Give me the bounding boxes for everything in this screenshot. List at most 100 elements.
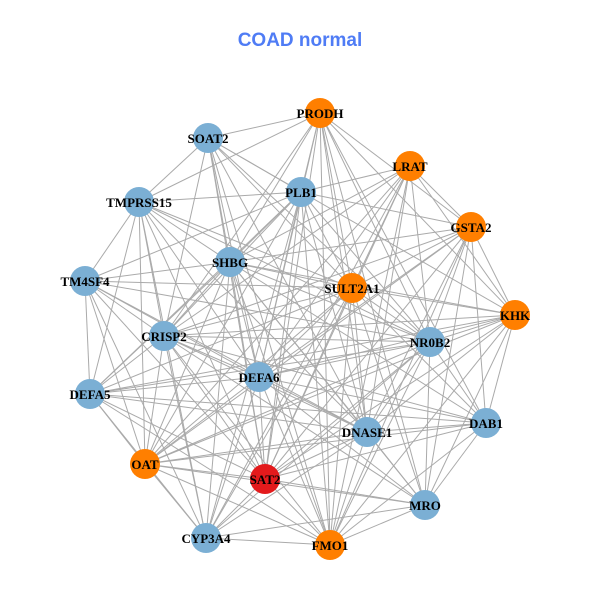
node-label: TMPRSS15 xyxy=(106,195,172,210)
edge-SHBG-TM4SF4 xyxy=(84,261,231,282)
edge-SOAT2-CRISP2 xyxy=(163,137,209,337)
node-LRAT[interactable]: LRAT xyxy=(392,151,428,181)
node-DEFA6[interactable]: DEFA6 xyxy=(239,362,280,392)
edge-DAB1-DNASE1 xyxy=(366,422,487,433)
node-circle[interactable] xyxy=(352,417,382,447)
edge-TM4SF4-NR0B2 xyxy=(84,280,431,343)
node-CYP3A4[interactable]: CYP3A4 xyxy=(181,523,231,553)
node-CRISP2[interactable]: CRISP2 xyxy=(141,321,187,351)
node-circle[interactable] xyxy=(75,379,105,409)
node-circle[interactable] xyxy=(456,212,486,242)
node-FMO1[interactable]: FMO1 xyxy=(312,530,349,560)
edge-DEFA6-CYP3A4 xyxy=(205,376,260,539)
edge-GSTA2-MRO xyxy=(424,226,472,506)
edge-LRAT-DNASE1 xyxy=(366,165,411,433)
node-DEFA5[interactable]: DEFA5 xyxy=(70,379,111,409)
node-circle[interactable] xyxy=(193,123,223,153)
edge-SULT2A1-KHK xyxy=(351,287,516,316)
node-label: SAT2 xyxy=(250,472,281,487)
edge-KHK-OAT xyxy=(144,314,516,465)
edge-TMPRSS15-DNASE1 xyxy=(138,201,368,433)
node-KHK[interactable]: KHK xyxy=(500,300,531,330)
edge-LRAT-CRISP2 xyxy=(163,165,411,337)
edge-DEFA5-DNASE1 xyxy=(89,393,368,433)
node-label: SULT2A1 xyxy=(324,281,379,296)
node-SOAT2[interactable]: SOAT2 xyxy=(188,123,229,153)
edge-SHBG-OAT xyxy=(144,261,231,465)
node-circle[interactable] xyxy=(395,151,425,181)
node-circle[interactable] xyxy=(149,321,179,351)
edge-SULT2A1-SAT2 xyxy=(264,287,353,480)
node-circle[interactable] xyxy=(415,327,445,357)
edge-PRODH-NR0B2 xyxy=(319,112,431,343)
node-SHBG[interactable]: SHBG xyxy=(212,247,248,277)
node-circle[interactable] xyxy=(471,408,501,438)
node-TM4SF4[interactable]: TM4SF4 xyxy=(60,266,110,296)
edge-LRAT-DEFA6 xyxy=(258,165,411,378)
node-label: DNASE1 xyxy=(342,425,393,440)
edge-SULT2A1-CYP3A4 xyxy=(205,287,353,539)
edge-GSTA2-OAT xyxy=(144,226,472,465)
edge-GSTA2-DAB1 xyxy=(470,226,487,424)
edge-PRODH-SOAT2 xyxy=(207,112,321,139)
node-GSTA2[interactable]: GSTA2 xyxy=(451,212,492,242)
node-label: PLB1 xyxy=(285,185,317,200)
node-NR0B2[interactable]: NR0B2 xyxy=(410,327,450,357)
node-SAT2[interactable]: SAT2 xyxy=(250,464,281,494)
node-label: PRODH xyxy=(297,106,344,121)
node-circle[interactable] xyxy=(124,187,154,217)
edge-NR0B2-FMO1 xyxy=(329,341,431,546)
node-circle[interactable] xyxy=(244,362,274,392)
node-TMPRSS15[interactable]: TMPRSS15 xyxy=(106,187,172,217)
node-circle[interactable] xyxy=(250,464,280,494)
node-PLB1[interactable]: PLB1 xyxy=(285,177,317,207)
node-DAB1[interactable]: DAB1 xyxy=(469,408,503,438)
edge-DEFA6-SAT2 xyxy=(258,376,266,480)
edge-LRAT-FMO1 xyxy=(329,165,411,546)
edge-PRODH-GSTA2 xyxy=(319,112,472,228)
edge-PRODH-SAT2 xyxy=(264,112,321,480)
node-MRO[interactable]: MRO xyxy=(409,490,441,520)
edge-GSTA2-CRISP2 xyxy=(163,226,472,337)
edge-KHK-CRISP2 xyxy=(163,314,516,337)
edge-DEFA6-DNASE1 xyxy=(258,376,368,433)
node-SULT2A1[interactable]: SULT2A1 xyxy=(324,273,380,303)
node-PRODH[interactable]: PRODH xyxy=(297,98,344,128)
node-circle[interactable] xyxy=(337,273,367,303)
node-DNASE1[interactable]: DNASE1 xyxy=(342,417,393,447)
node-circle[interactable] xyxy=(191,523,221,553)
edge-KHK-DEFA5 xyxy=(89,314,516,395)
node-circle[interactable] xyxy=(410,490,440,520)
edge-NR0B2-DEFA6 xyxy=(258,341,431,378)
edge-TMPRSS15-SAT2 xyxy=(138,201,266,480)
node-circle[interactable] xyxy=(305,98,335,128)
node-circle[interactable] xyxy=(70,266,100,296)
edge-DEFA6-DAB1 xyxy=(258,376,487,424)
edge-KHK-FMO1 xyxy=(329,314,516,546)
edge-KHK-DAB1 xyxy=(485,314,516,424)
node-circle[interactable] xyxy=(215,247,245,277)
edge-DEFA5-SAT2 xyxy=(89,393,266,480)
node-circle[interactable] xyxy=(130,449,160,479)
edge-CRISP2-NR0B2 xyxy=(163,335,431,343)
edge-GSTA2-NR0B2 xyxy=(429,226,472,343)
node-label: LRAT xyxy=(392,159,427,174)
node-circle[interactable] xyxy=(315,530,345,560)
edge-PLB1-TMPRSS15 xyxy=(138,191,302,203)
node-OAT[interactable]: OAT xyxy=(130,449,160,479)
node-circle[interactable] xyxy=(286,177,316,207)
edge-SOAT2-FMO1 xyxy=(207,137,331,546)
edge-PRODH-SULT2A1 xyxy=(319,112,353,289)
edge-OAT-FMO1 xyxy=(144,463,331,546)
edge-SHBG-CRISP2 xyxy=(163,261,231,337)
edge-SULT2A1-DNASE1 xyxy=(351,287,368,433)
edge-SHBG-NR0B2 xyxy=(229,261,431,343)
edge-PLB1-DEFA6 xyxy=(258,191,302,378)
edge-NR0B2-CYP3A4 xyxy=(205,341,431,539)
node-circle[interactable] xyxy=(500,300,530,330)
edge-KHK-DEFA6 xyxy=(258,314,516,378)
edge-PRODH-DAB1 xyxy=(319,112,487,424)
edge-GSTA2-FMO1 xyxy=(329,226,472,546)
edge-CRISP2-SAT2 xyxy=(163,335,266,480)
edge-SHBG-DEFA6 xyxy=(229,261,260,378)
